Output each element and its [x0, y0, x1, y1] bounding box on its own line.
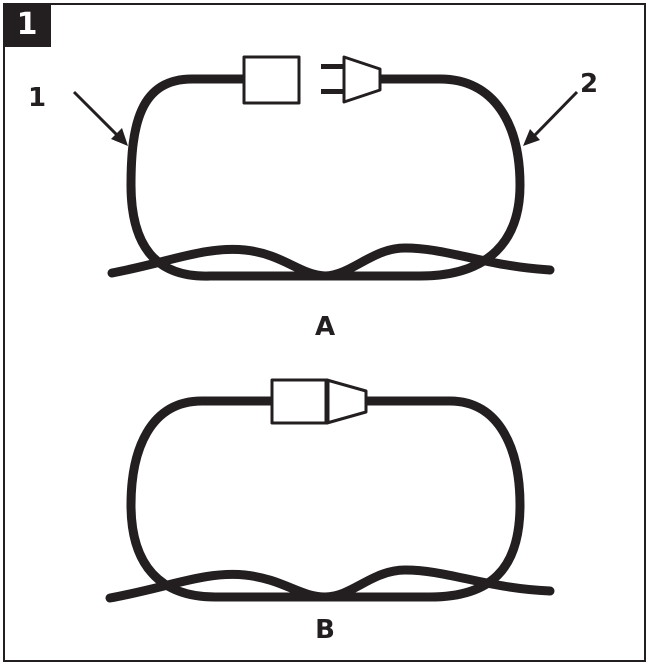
callout-label-1: 1: [28, 83, 47, 113]
figure-frame: [3, 3, 646, 662]
callout-label-2: 2: [580, 69, 599, 99]
panel-b-socket: [270, 378, 329, 425]
panel-b-cord-left: [126, 396, 360, 602]
callout-arrow-2: [523, 90, 579, 146]
panel-b-plug-body: [325, 378, 368, 425]
panel-a-plug-body: [342, 55, 382, 104]
panel-a-cord-tail-left: [107, 244, 330, 281]
panel-b-cord-right: [295, 396, 525, 602]
panel-label-a: A: [314, 312, 336, 342]
panel-a-socket: [242, 55, 301, 105]
callout-arrow-1: [72, 90, 128, 146]
panel-a-cord-left: [126, 74, 360, 281]
panel-a-plug-prong-bottom: [321, 89, 344, 94]
panel-label-b: B: [315, 615, 335, 645]
panel-a-plug-prong-top: [321, 64, 344, 69]
panel-b-cord-tail-right: [320, 565, 555, 602]
figure-number-badge: 1: [3, 3, 51, 47]
panel-b-cord-tail-left: [105, 569, 330, 603]
panel-a-cord-right: [295, 74, 525, 281]
panel-a-cord-loop: [107, 74, 555, 281]
panel-b-cord-loop: [105, 396, 555, 603]
panel-a-cord-tail-right: [320, 243, 555, 281]
